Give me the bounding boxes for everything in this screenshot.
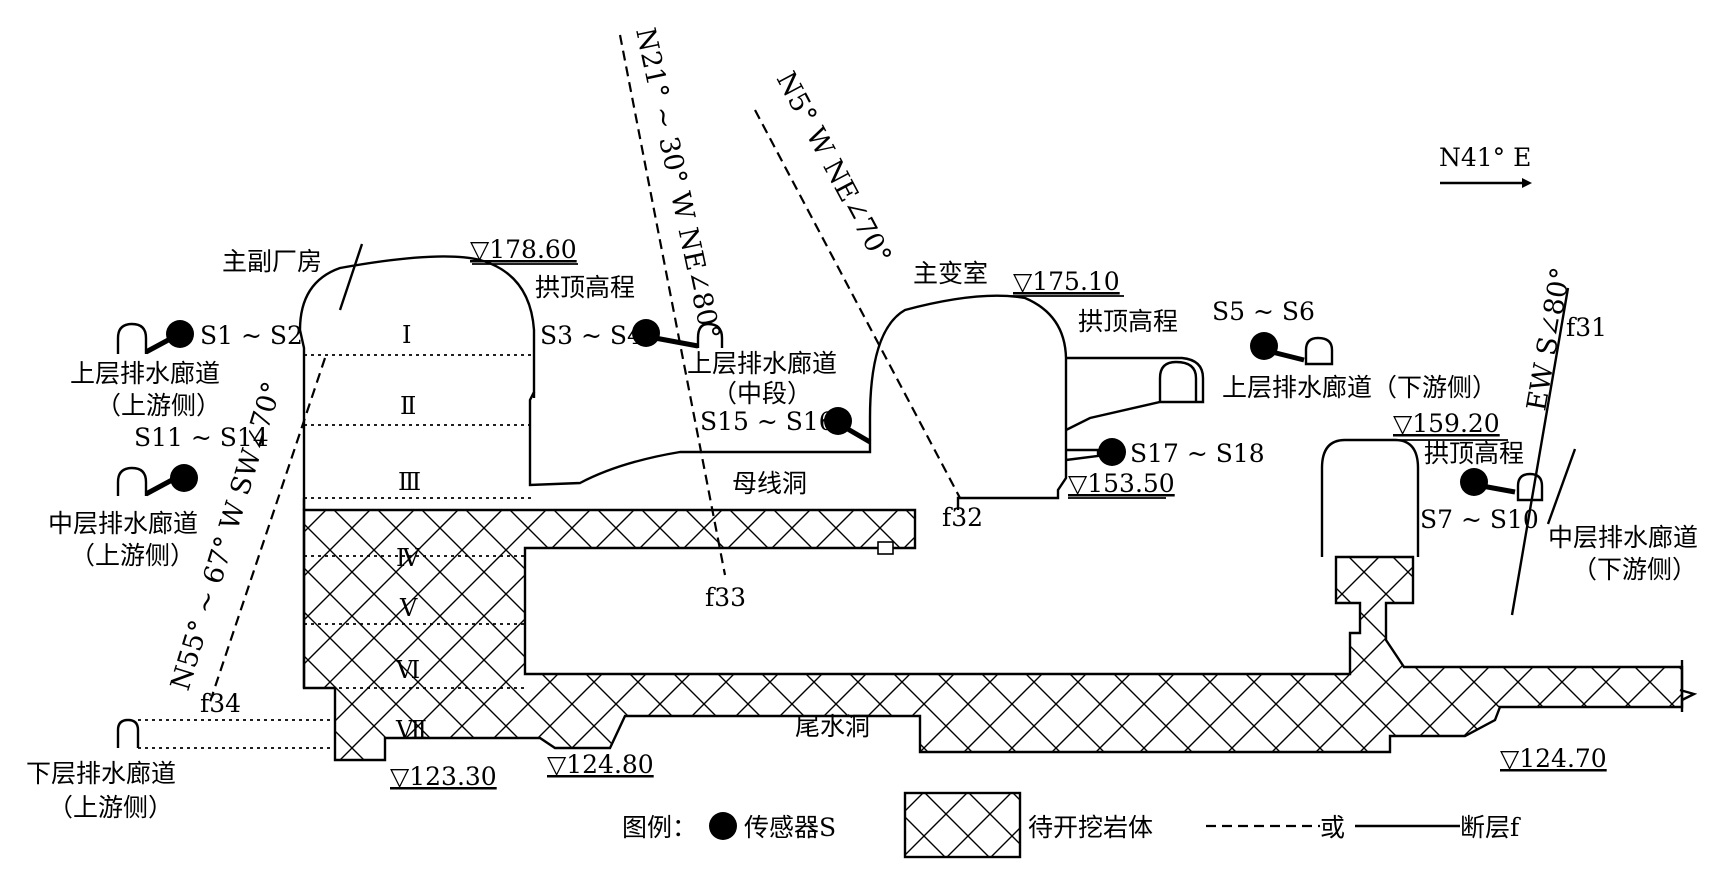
label-gallery-middle-up-1: 中层排水廊道	[48, 509, 198, 538]
gallery-portal-upper-up	[116, 322, 148, 354]
label-gallery-upper-up-2: （上游侧）	[96, 391, 221, 420]
sensor-s1-s2	[116, 320, 194, 355]
fault-f33-line	[618, 34, 727, 576]
surge-chamber	[1320, 438, 1420, 557]
label-f33-attitude: N21° ~ 30° W NE∠80°	[629, 25, 725, 342]
stage-label-5: Ⅴ	[399, 596, 418, 622]
label-gallery-upper-mid-2: （中段）	[712, 379, 812, 408]
label-main-transformer: 主变室	[913, 259, 988, 288]
stage-label-2: Ⅱ	[400, 394, 416, 420]
powerhouse-outline	[298, 255, 1068, 688]
label-s15-s16: S15 ~ S16	[700, 407, 835, 436]
sensor-s17-s18	[1098, 438, 1126, 466]
legend: 图例： 传感器S 待开挖岩体 或 断层f	[622, 791, 1521, 859]
label-elev-124-8: ▽124.80	[547, 750, 654, 779]
stage-label-6: Ⅵ	[395, 658, 420, 684]
stage-label-1: Ⅰ	[402, 323, 411, 349]
gallery-portal-upper-down	[1304, 336, 1334, 366]
sensor-s15-s16	[824, 407, 872, 445]
label-s1-s2: S1 ~ S2	[200, 321, 303, 350]
legend-rock-swatch	[903, 791, 1022, 859]
rock-powerhouse-lower	[302, 508, 1684, 762]
legend-title: 图例：	[622, 813, 697, 842]
label-tailrace-tunnel: 尾水洞	[795, 712, 870, 741]
label-gallery-upper-mid-1: 上层排水廊道	[687, 349, 837, 378]
fault-f34-line	[208, 357, 327, 703]
north-arrow-icon	[1522, 178, 1532, 188]
label-gallery-middle-down-2: （下游侧）	[1572, 555, 1697, 584]
label-elev-powerhouse: ▽178.60	[470, 235, 577, 264]
sensor-s3-s4	[632, 319, 724, 349]
label-f32-attitude: N5° W NE∠70°	[770, 67, 897, 270]
lower-gallery-portal	[116, 718, 140, 748]
label-arch-crown-2: 拱顶高程	[1078, 307, 1178, 336]
sensor-s5-s6	[1250, 332, 1334, 366]
label-direction: N41° E	[1439, 143, 1531, 172]
sensor-dot	[632, 319, 660, 347]
sensor-connector	[844, 425, 872, 445]
legend-or-label: 或	[1320, 813, 1345, 842]
label-s17-s18: S17 ~ S18	[1130, 439, 1265, 468]
legend-rock-label: 待开挖岩体	[1028, 813, 1153, 842]
transformer-lower-branch	[1065, 448, 1100, 462]
label-elev-124-7: ▽124.70	[1500, 744, 1607, 773]
label-arch-crown-3: 拱顶高程	[1424, 439, 1524, 468]
transformer-right-branch	[1065, 356, 1205, 432]
label-f34: f34	[200, 689, 241, 718]
label-elev-surge: ▽159.20	[1393, 409, 1500, 438]
label-main-powerhouse: 主副厂房	[222, 247, 322, 276]
label-f32: f32	[942, 503, 983, 532]
sensor-dot	[1250, 332, 1278, 360]
fault-f31-line-2	[1546, 448, 1577, 525]
fault-f32-line	[754, 109, 961, 499]
label-s3-s4: S3 ~ S4	[540, 321, 643, 350]
sensor-connector	[1481, 483, 1516, 495]
label-gallery-lower-up-1: 下层排水廊道	[26, 759, 176, 788]
label-gallery-lower-up-2: （上游侧）	[48, 793, 173, 822]
label-f31: f31	[1566, 313, 1607, 342]
gallery-down-portal	[1158, 360, 1198, 402]
sensor-dot	[1098, 438, 1126, 466]
sensor-dot	[1460, 468, 1488, 496]
label-busbar-tunnel: 母线洞	[732, 469, 807, 498]
sensor-dot	[166, 320, 194, 348]
sensor-dot	[824, 407, 852, 435]
legend-sensor-label: 传感器S	[744, 813, 836, 842]
fault-f31-line	[1510, 287, 1570, 616]
sensor-s7-s10	[1460, 468, 1544, 502]
small-notch	[877, 541, 894, 555]
gallery-portal-middle-down	[1516, 472, 1544, 502]
label-elev-transformer: ▽175.10	[1013, 267, 1120, 296]
label-gallery-upper-down: 上层排水廊道（下游侧）	[1222, 373, 1497, 402]
sensor-connector	[144, 477, 174, 497]
sensor-connector	[1271, 349, 1305, 363]
stage-label-7: Ⅶ	[395, 718, 427, 744]
stage-label-3: Ⅲ	[398, 470, 421, 496]
powerhouse-fault-segment	[338, 243, 364, 311]
label-s5-s6: S5 ~ S6	[1212, 297, 1315, 326]
gallery-portal-middle-up	[116, 466, 148, 496]
label-f33: f33	[705, 583, 746, 612]
sensor-dot	[170, 464, 198, 492]
label-gallery-middle-up-2: （上游侧）	[70, 541, 195, 570]
label-gallery-middle-down-1: 中层排水廊道	[1548, 523, 1698, 552]
label-gallery-upper-up-1: 上层排水廊道	[70, 359, 220, 388]
sensor-connector	[654, 335, 699, 349]
tailrace-break	[1679, 660, 1698, 712]
sensor-s11-s14	[116, 464, 198, 497]
label-arch-crown-1: 拱顶高程	[535, 273, 635, 302]
label-elev-busbar: ▽153.50	[1068, 469, 1175, 498]
label-elev-123: ▽123.30	[390, 762, 497, 791]
legend-sensor-dot	[709, 812, 737, 840]
label-s11-s14: S11 ~ S14	[134, 423, 269, 452]
gallery-portal-upper-mid	[696, 322, 724, 348]
label-s7-s10: S7 ~ S10	[1420, 505, 1539, 534]
stage-label-4: Ⅳ	[396, 546, 421, 572]
legend-fault-label: 断层f	[1460, 813, 1521, 842]
